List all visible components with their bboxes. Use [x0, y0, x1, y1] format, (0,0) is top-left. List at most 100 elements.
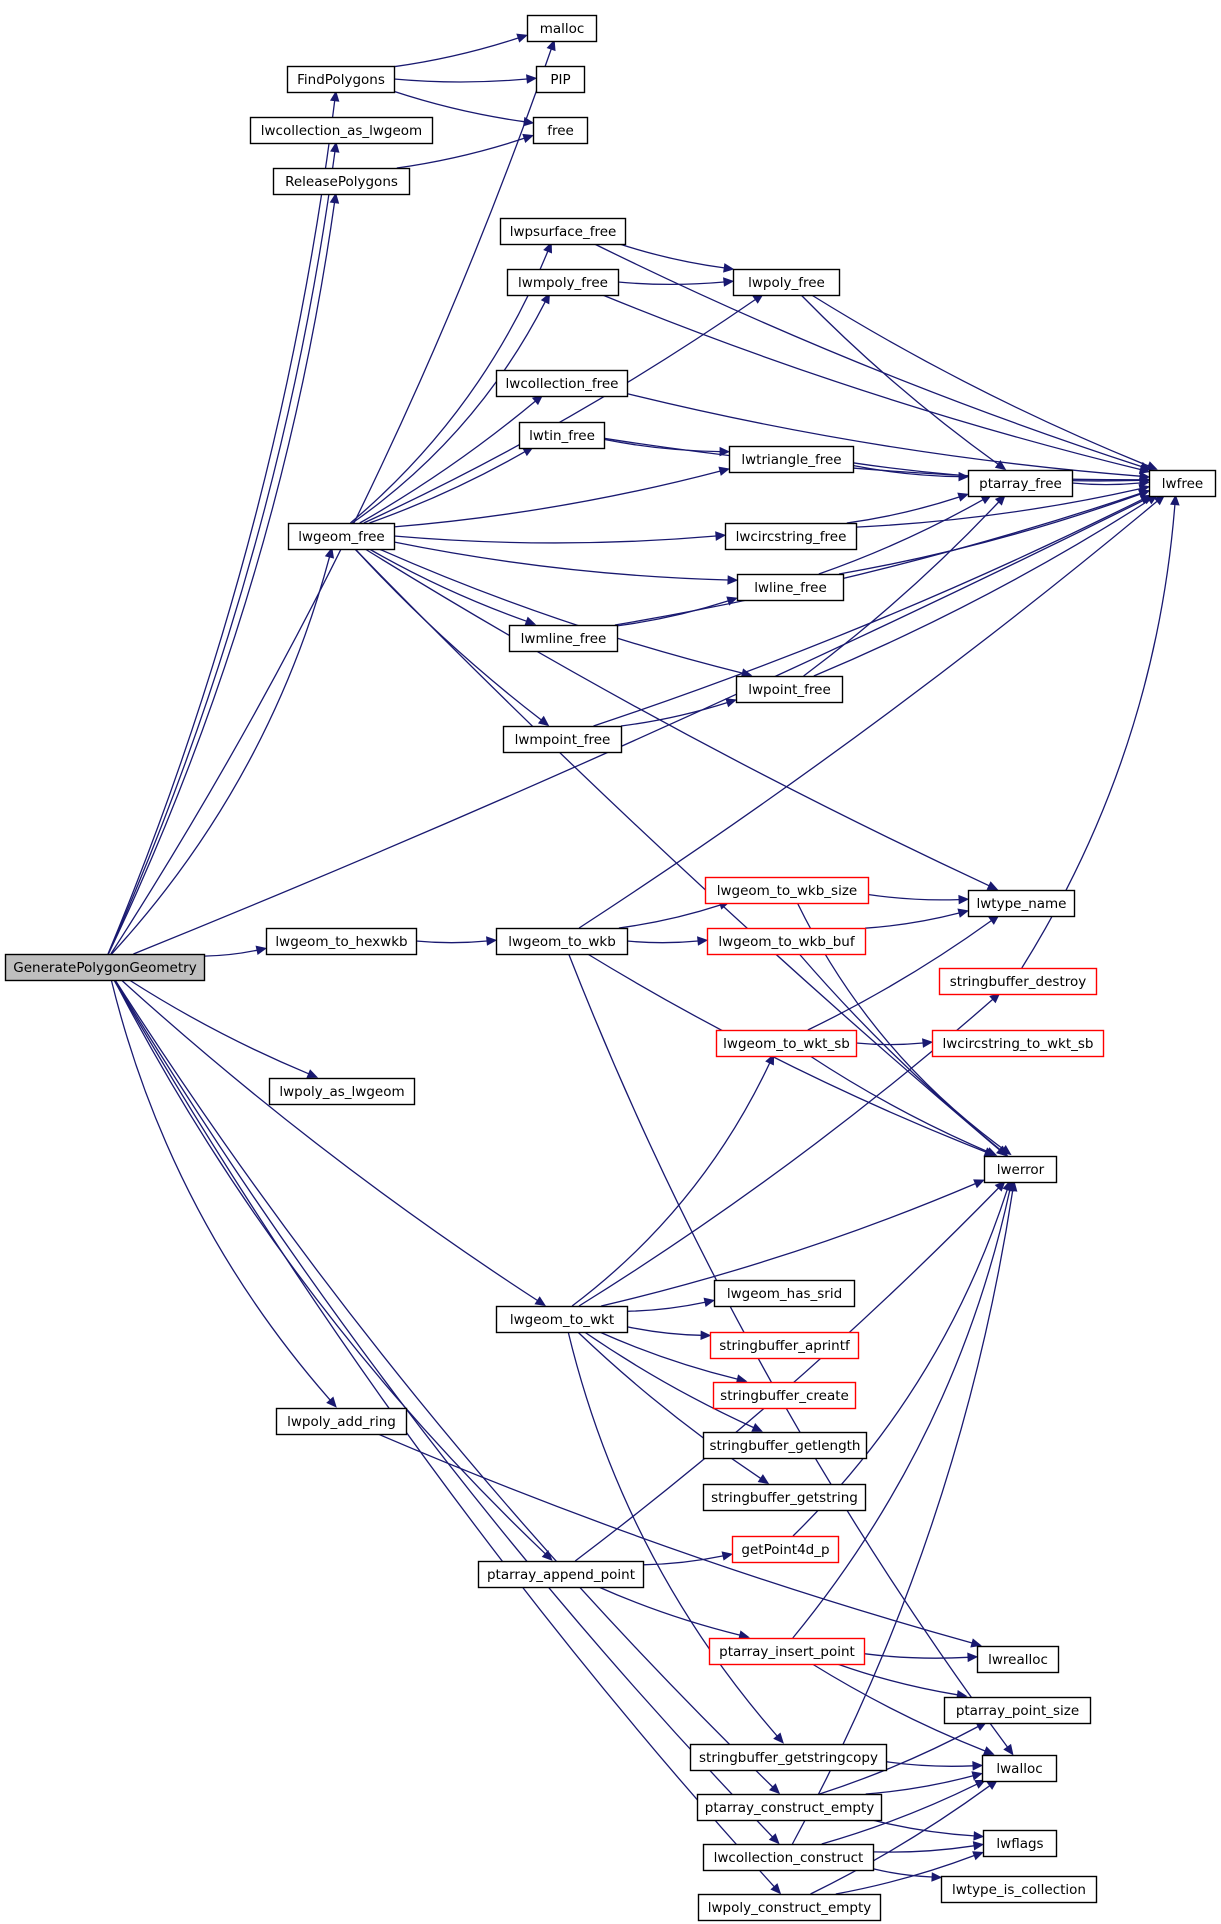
arrowhead-icon: [1007, 1180, 1018, 1192]
node-lwerror[interactable]: lwerror: [983, 1155, 1058, 1184]
edge-find-polygons-to-malloc: [393, 33, 528, 68]
edge-generate-polygon-geometry-to-lwcollection-as-lwgeom: [107, 141, 340, 955]
edge-line: [396, 137, 525, 169]
node-stringbuffer-getlength[interactable]: stringbuffer_getlength: [702, 1431, 868, 1460]
node-label: lwtype_name: [977, 896, 1067, 912]
edge-lwmpoly-free-to-lwpoly-free: [617, 277, 735, 287]
node-lwgeom-has-srid[interactable]: lwgeom_has_srid: [713, 1279, 856, 1308]
node-release-polygons[interactable]: ReleasePolygons: [272, 167, 411, 196]
edge-lwgeom-free-to-lwtin-free: [369, 446, 534, 524]
node-ptarray-append-point[interactable]: ptarray_append_point: [477, 1560, 645, 1589]
edge-lwgeom-to-wkb-to-lwgeom-to-wkb-size: [618, 900, 731, 929]
arrowhead-icon: [540, 292, 550, 305]
node-label: lwfree: [1162, 476, 1203, 492]
arrowhead-icon: [1138, 489, 1150, 499]
arrowhead-icon: [723, 263, 735, 273]
node-box: [943, 1696, 1092, 1725]
edge-lwmpoint-free-to-lwpoint-free: [620, 698, 737, 727]
node-lwtype-name[interactable]: lwtype_name: [967, 889, 1076, 918]
node-lwflags[interactable]: lwflags: [982, 1829, 1058, 1858]
edge-line: [616, 600, 729, 627]
edge-lwgeom-to-wkb-to-lwfree: [578, 494, 1166, 929]
node-ptarray-insert-point[interactable]: ptarray_insert_point: [708, 1637, 866, 1666]
arrowhead-icon: [543, 241, 553, 254]
node-lwgeom-to-wkb-size[interactable]: lwgeom_to_wkb_size: [704, 876, 870, 905]
node-stringbuffer-getstring[interactable]: stringbuffer_getstring: [702, 1483, 867, 1512]
edge-line: [578, 500, 1158, 929]
edge-lwgeom-free-to-lwtriangle-free: [393, 466, 730, 528]
node-label: lwmpoint_free: [515, 732, 611, 748]
node-lwtriangle-free[interactable]: lwtriangle_free: [728, 445, 855, 474]
edge-line: [626, 940, 699, 944]
node-box: [702, 1843, 875, 1872]
node-malloc[interactable]: malloc: [526, 14, 598, 43]
node-lwcollection-as-lwgeom[interactable]: lwcollection_as_lwgeom: [249, 116, 434, 145]
node-lwpoly-free[interactable]: lwpoly_free: [732, 268, 841, 297]
arrowhead-icon: [537, 715, 550, 727]
node-lwgeom-to-wkt-sb[interactable]: lwgeom_to_wkt_sb: [715, 1029, 858, 1058]
node-lwmpoint-free[interactable]: lwmpoint_free: [502, 725, 623, 754]
node-stringbuffer-getstringcopy[interactable]: stringbuffer_getstringcopy: [689, 1743, 888, 1772]
edge-lwcircstring-free-to-ptarray-free: [846, 492, 969, 524]
node-lwpsurface-free[interactable]: lwpsurface_free: [499, 217, 627, 246]
node-find-polygons[interactable]: FindPolygons: [286, 65, 396, 94]
node-lwline-free[interactable]: lwline_free: [736, 573, 845, 602]
node-ptarray-free[interactable]: ptarray_free: [967, 469, 1074, 498]
node-box: [731, 1535, 840, 1564]
edge-line: [626, 1301, 706, 1312]
node-free[interactable]: free: [532, 116, 589, 145]
node-get-point4d-p[interactable]: getPoint4d_p: [731, 1535, 840, 1564]
node-lwgeom-to-hexwkb[interactable]: lwgeom_to_hexwkb: [265, 927, 418, 956]
node-ptarray-point-size[interactable]: ptarray_point_size: [943, 1696, 1092, 1725]
node-lwmpoly-free[interactable]: lwmpoly_free: [506, 268, 620, 297]
edge-line: [111, 556, 331, 955]
node-lwgeom-to-wkb-buf[interactable]: lwgeom_to_wkb_buf: [706, 927, 867, 956]
node-lwpoly-add-ring[interactable]: lwpoly_add_ring: [275, 1407, 408, 1436]
edge-line: [863, 1653, 969, 1659]
edge-line: [571, 1062, 771, 1307]
node-lwmline-free[interactable]: lwmline_free: [508, 624, 619, 653]
node-label: stringbuffer_getstring: [711, 1490, 858, 1506]
node-stringbuffer-create[interactable]: stringbuffer_create: [712, 1381, 857, 1410]
arrowhead-icon: [1139, 494, 1152, 504]
node-lwalloc[interactable]: lwalloc: [981, 1754, 1058, 1783]
node-label: lwtype_is_collection: [952, 1882, 1086, 1898]
node-label: lwtin_free: [529, 428, 595, 444]
node-lwpoly-construct-empty[interactable]: lwpoly_construct_empty: [697, 1893, 882, 1922]
node-lwcollection-free[interactable]: lwcollection_free: [495, 369, 629, 398]
node-box: [709, 1331, 860, 1360]
edge-line: [865, 1775, 974, 1795]
node-lwrealloc[interactable]: lwrealloc: [976, 1645, 1060, 1674]
node-box: [983, 1155, 1058, 1184]
edge-line: [351, 301, 546, 524]
node-pip[interactable]: PIP: [535, 65, 586, 94]
edge-line: [567, 1331, 778, 1737]
edge-line: [393, 541, 729, 581]
node-lwcircstring-free[interactable]: lwcircstring_free: [724, 522, 858, 551]
node-box: [981, 1754, 1058, 1783]
node-lwpoint-free[interactable]: lwpoint_free: [735, 675, 844, 704]
arrowhead-icon: [522, 133, 534, 143]
node-label: getPoint4d_p: [741, 1542, 829, 1558]
arrowhead-icon: [770, 1883, 782, 1895]
node-lwcircstring-to-wkt-sb[interactable]: lwcircstring_to_wkt_sb: [931, 1029, 1105, 1058]
node-ptarray-construct-empty[interactable]: ptarray_construct_empty: [696, 1793, 883, 1822]
arrowhead-icon: [957, 908, 969, 918]
node-stringbuffer-destroy[interactable]: stringbuffer_destroy: [938, 967, 1098, 996]
node-label: GeneratePolygonGeometry: [13, 960, 196, 976]
node-lwcollection-construct[interactable]: lwcollection_construct: [702, 1843, 875, 1872]
node-lwgeom-to-wkt[interactable]: lwgeom_to_wkt: [495, 1305, 629, 1334]
node-box: [724, 522, 858, 551]
arrowhead-icon: [524, 616, 537, 626]
node-box: [702, 1431, 868, 1460]
node-lwgeom-to-wkb[interactable]: lwgeom_to_wkb: [495, 927, 629, 956]
arrowhead-icon: [994, 1180, 1006, 1192]
node-lwpoly-as-lwgeom[interactable]: lwpoly_as_lwgeom: [268, 1077, 416, 1106]
edge-line: [872, 1819, 975, 1837]
node-stringbuffer-aprintf[interactable]: stringbuffer_aprintf: [709, 1331, 860, 1360]
node-lwgeom-free[interactable]: lwgeom_free: [287, 522, 396, 551]
node-lwtype-is-collection[interactable]: lwtype_is_collection: [940, 1875, 1098, 1904]
node-lwtin-free[interactable]: lwtin_free: [518, 421, 606, 450]
node-lwfree[interactable]: lwfree: [1148, 469, 1217, 498]
node-box: [265, 927, 418, 956]
